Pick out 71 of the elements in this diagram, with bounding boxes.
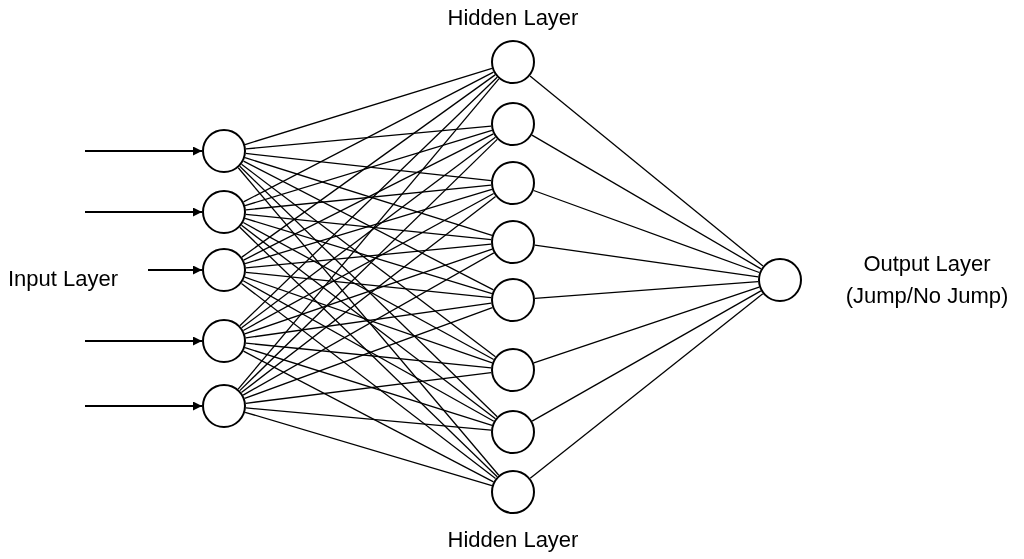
connection-line	[242, 71, 495, 203]
connection-line	[240, 195, 497, 394]
connection-line	[245, 243, 492, 269]
connection-line	[245, 213, 492, 241]
neuron-circle	[202, 319, 246, 363]
connection-line	[244, 411, 493, 487]
connection-line	[533, 286, 760, 364]
connection-line	[245, 271, 492, 299]
arrow	[147, 265, 203, 275]
connection-line	[239, 165, 498, 418]
connection-line	[245, 407, 492, 431]
connection-line	[245, 152, 492, 182]
neuron-circle	[491, 102, 535, 146]
connection-line	[534, 244, 759, 278]
input-arrow	[84, 401, 203, 411]
neuron-circle	[202, 129, 246, 173]
neuron-circle	[491, 470, 535, 514]
connection-line	[242, 192, 495, 332]
neuron-circle	[491, 40, 535, 84]
neuron-circle	[491, 278, 535, 322]
connection-line	[240, 163, 497, 358]
input-arrow	[84, 146, 203, 156]
connection-line	[241, 74, 496, 258]
neuron-circle	[758, 258, 802, 302]
layer-label: Output Layer (Jump/No Jump)	[844, 250, 1010, 310]
connection-line	[240, 136, 497, 329]
connection-line	[242, 252, 495, 396]
layer-label: Input Layer	[8, 266, 120, 292]
connection-line	[242, 160, 495, 291]
connection-line	[529, 293, 764, 479]
connection-line	[245, 184, 492, 211]
connection-line	[243, 133, 494, 261]
input-arrow	[84, 207, 203, 217]
layer-label: Hidden Layer	[447, 527, 579, 553]
connection-line	[240, 224, 497, 420]
connection-line	[244, 67, 493, 146]
connection-line	[245, 302, 492, 339]
connection-line	[244, 346, 493, 427]
connection-line	[240, 282, 497, 480]
neuron-circle	[491, 348, 535, 392]
connection-line	[534, 281, 759, 299]
connection-line	[239, 138, 498, 392]
neuron-circle	[202, 248, 246, 292]
connection-line	[237, 167, 500, 476]
neuron-circle	[491, 161, 535, 205]
neuron-circle	[202, 190, 246, 234]
connection-line	[244, 248, 493, 335]
connection-line	[244, 129, 493, 207]
neuron-circle	[491, 410, 535, 454]
connection-line	[237, 78, 500, 390]
connection-line	[244, 188, 493, 265]
neuron-circle	[491, 220, 535, 264]
connection-line	[242, 350, 495, 483]
layer-label: Hidden Layer	[447, 5, 579, 31]
connection-line	[244, 276, 493, 364]
connection-line	[533, 189, 760, 274]
connection-line	[531, 290, 762, 422]
connection-line	[245, 372, 492, 404]
connection-line	[239, 76, 498, 327]
connection-line	[244, 217, 493, 295]
input-arrow	[84, 336, 203, 346]
connection-line	[242, 221, 495, 361]
connection-line	[245, 342, 492, 369]
connection-line	[239, 226, 498, 478]
connection-line	[245, 125, 492, 150]
connection-line	[244, 306, 493, 400]
connection-line	[242, 280, 495, 422]
connection-line	[529, 75, 764, 267]
neuron-circle	[202, 384, 246, 428]
connection-line	[244, 156, 493, 237]
connection-line	[531, 134, 762, 270]
